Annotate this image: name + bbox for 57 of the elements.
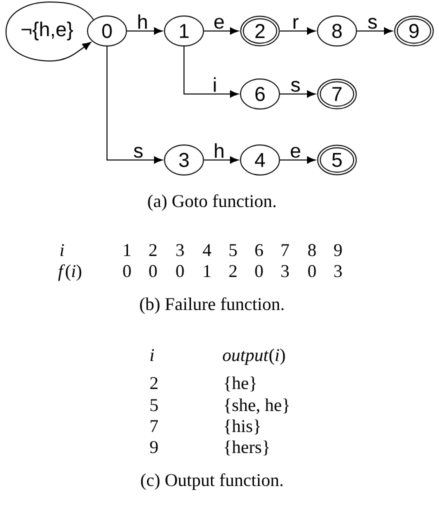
accepting-state: 9 <box>394 16 434 46</box>
edge-label: s <box>132 146 144 159</box>
arrow <box>280 27 316 35</box>
table-header: f(i) <box>58 264 82 281</box>
table-cell: {his} <box>224 420 260 434</box>
table-cell: 5 <box>150 399 158 412</box>
edge-label: s <box>366 16 379 30</box>
edge-label: h <box>212 142 226 159</box>
table-header: output(i) <box>222 348 285 365</box>
edge-label: s <box>290 80 302 93</box>
table-cell: 2 <box>149 244 156 256</box>
arrow <box>280 156 316 164</box>
edge-label: h <box>136 13 150 30</box>
table-cell: 7 <box>150 420 158 432</box>
edge-label: r <box>291 17 300 30</box>
table-cell: 2 <box>150 377 158 389</box>
caption: (c) Output function. <box>141 473 283 490</box>
edge-label: ¬{h,e} <box>20 20 74 42</box>
table-cell: 8 <box>308 244 316 256</box>
table-cell: 9 <box>334 244 342 256</box>
table-cell: 2 <box>229 265 236 277</box>
table-cell: 3 <box>281 265 289 278</box>
table-header: i <box>150 349 154 361</box>
edge-label: e <box>288 146 302 159</box>
table-cell: 1 <box>124 244 130 256</box>
arrow <box>280 90 316 98</box>
table-cell: 1 <box>204 265 210 277</box>
table-cell: 3 <box>334 265 342 278</box>
arrow <box>356 27 393 35</box>
table-cell: {she, he} <box>224 398 289 414</box>
table-cell: 0 <box>255 265 263 278</box>
arrow <box>126 27 163 35</box>
accepting-state: 7 <box>317 78 357 110</box>
table-cell: 0 <box>308 265 316 278</box>
arrow <box>106 46 163 164</box>
arrow <box>184 46 239 98</box>
table-cell: 5 <box>230 244 237 256</box>
table-cell: 6 <box>255 244 263 256</box>
table-cell: 0 <box>149 265 157 278</box>
caption: (a) Goto function. <box>148 194 276 211</box>
table-cell: 9 <box>150 441 158 454</box>
table-cell: {he} <box>224 376 256 392</box>
accepting-state: 5 <box>317 144 357 176</box>
table-cell: 3 <box>176 244 184 256</box>
arrow <box>204 27 239 35</box>
table-cell: 4 <box>202 244 212 256</box>
caption: (b) Failure function. <box>140 297 284 314</box>
table-cell: 0 <box>176 265 184 278</box>
arrow <box>204 156 239 164</box>
table-cell: 0 <box>123 265 131 278</box>
table-cell: 7 <box>282 244 289 256</box>
edge-label: e <box>212 16 226 30</box>
loop-arrow <box>6 2 94 62</box>
table-cell: {hers} <box>224 440 269 456</box>
accepting-state: 2 <box>240 16 280 46</box>
edge-label: i <box>212 76 218 93</box>
table-header: i <box>60 244 64 256</box>
